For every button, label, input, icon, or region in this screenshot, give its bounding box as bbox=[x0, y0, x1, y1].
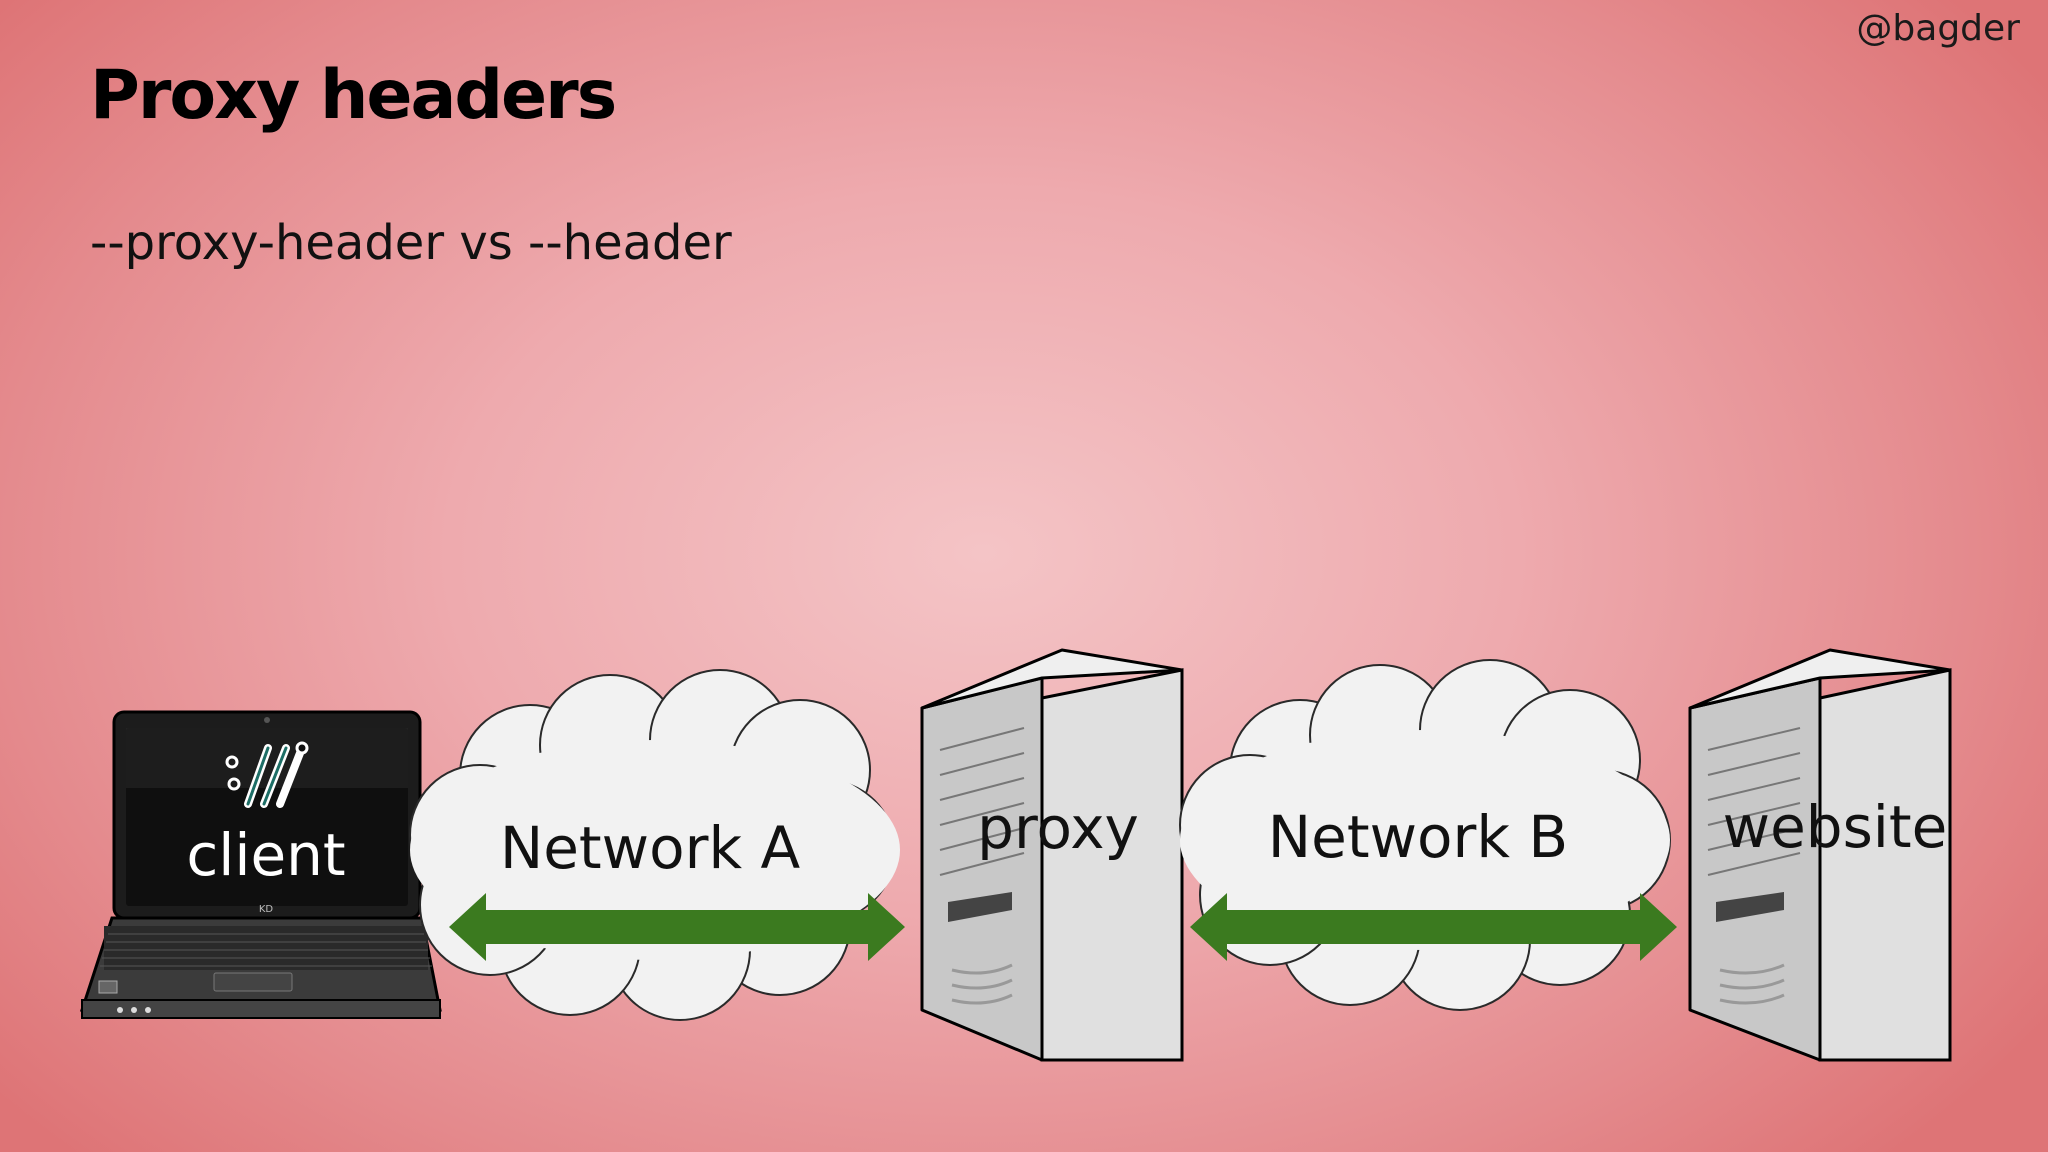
laptop-icon: client KD bbox=[79, 710, 442, 1019]
proxy-label: proxy bbox=[977, 794, 1139, 862]
network-a-label: Network A bbox=[500, 814, 801, 882]
website-label: website bbox=[1723, 793, 1948, 861]
slide-title: Proxy headers bbox=[90, 56, 617, 135]
curl-logo-icon bbox=[225, 741, 309, 808]
author-handle: @bagder bbox=[1856, 8, 2020, 49]
network-b-label: Network B bbox=[1268, 803, 1568, 871]
server-icon bbox=[920, 648, 1184, 1062]
double-arrow-icon bbox=[449, 893, 905, 961]
laptop-brand: KD bbox=[259, 904, 274, 915]
cloud-icon bbox=[409, 669, 900, 1021]
server-icon bbox=[1688, 648, 1952, 1062]
slide-subtitle: --proxy-header vs --header bbox=[90, 215, 732, 271]
client-label: client bbox=[186, 821, 345, 889]
double-arrow-icon bbox=[1190, 893, 1677, 961]
